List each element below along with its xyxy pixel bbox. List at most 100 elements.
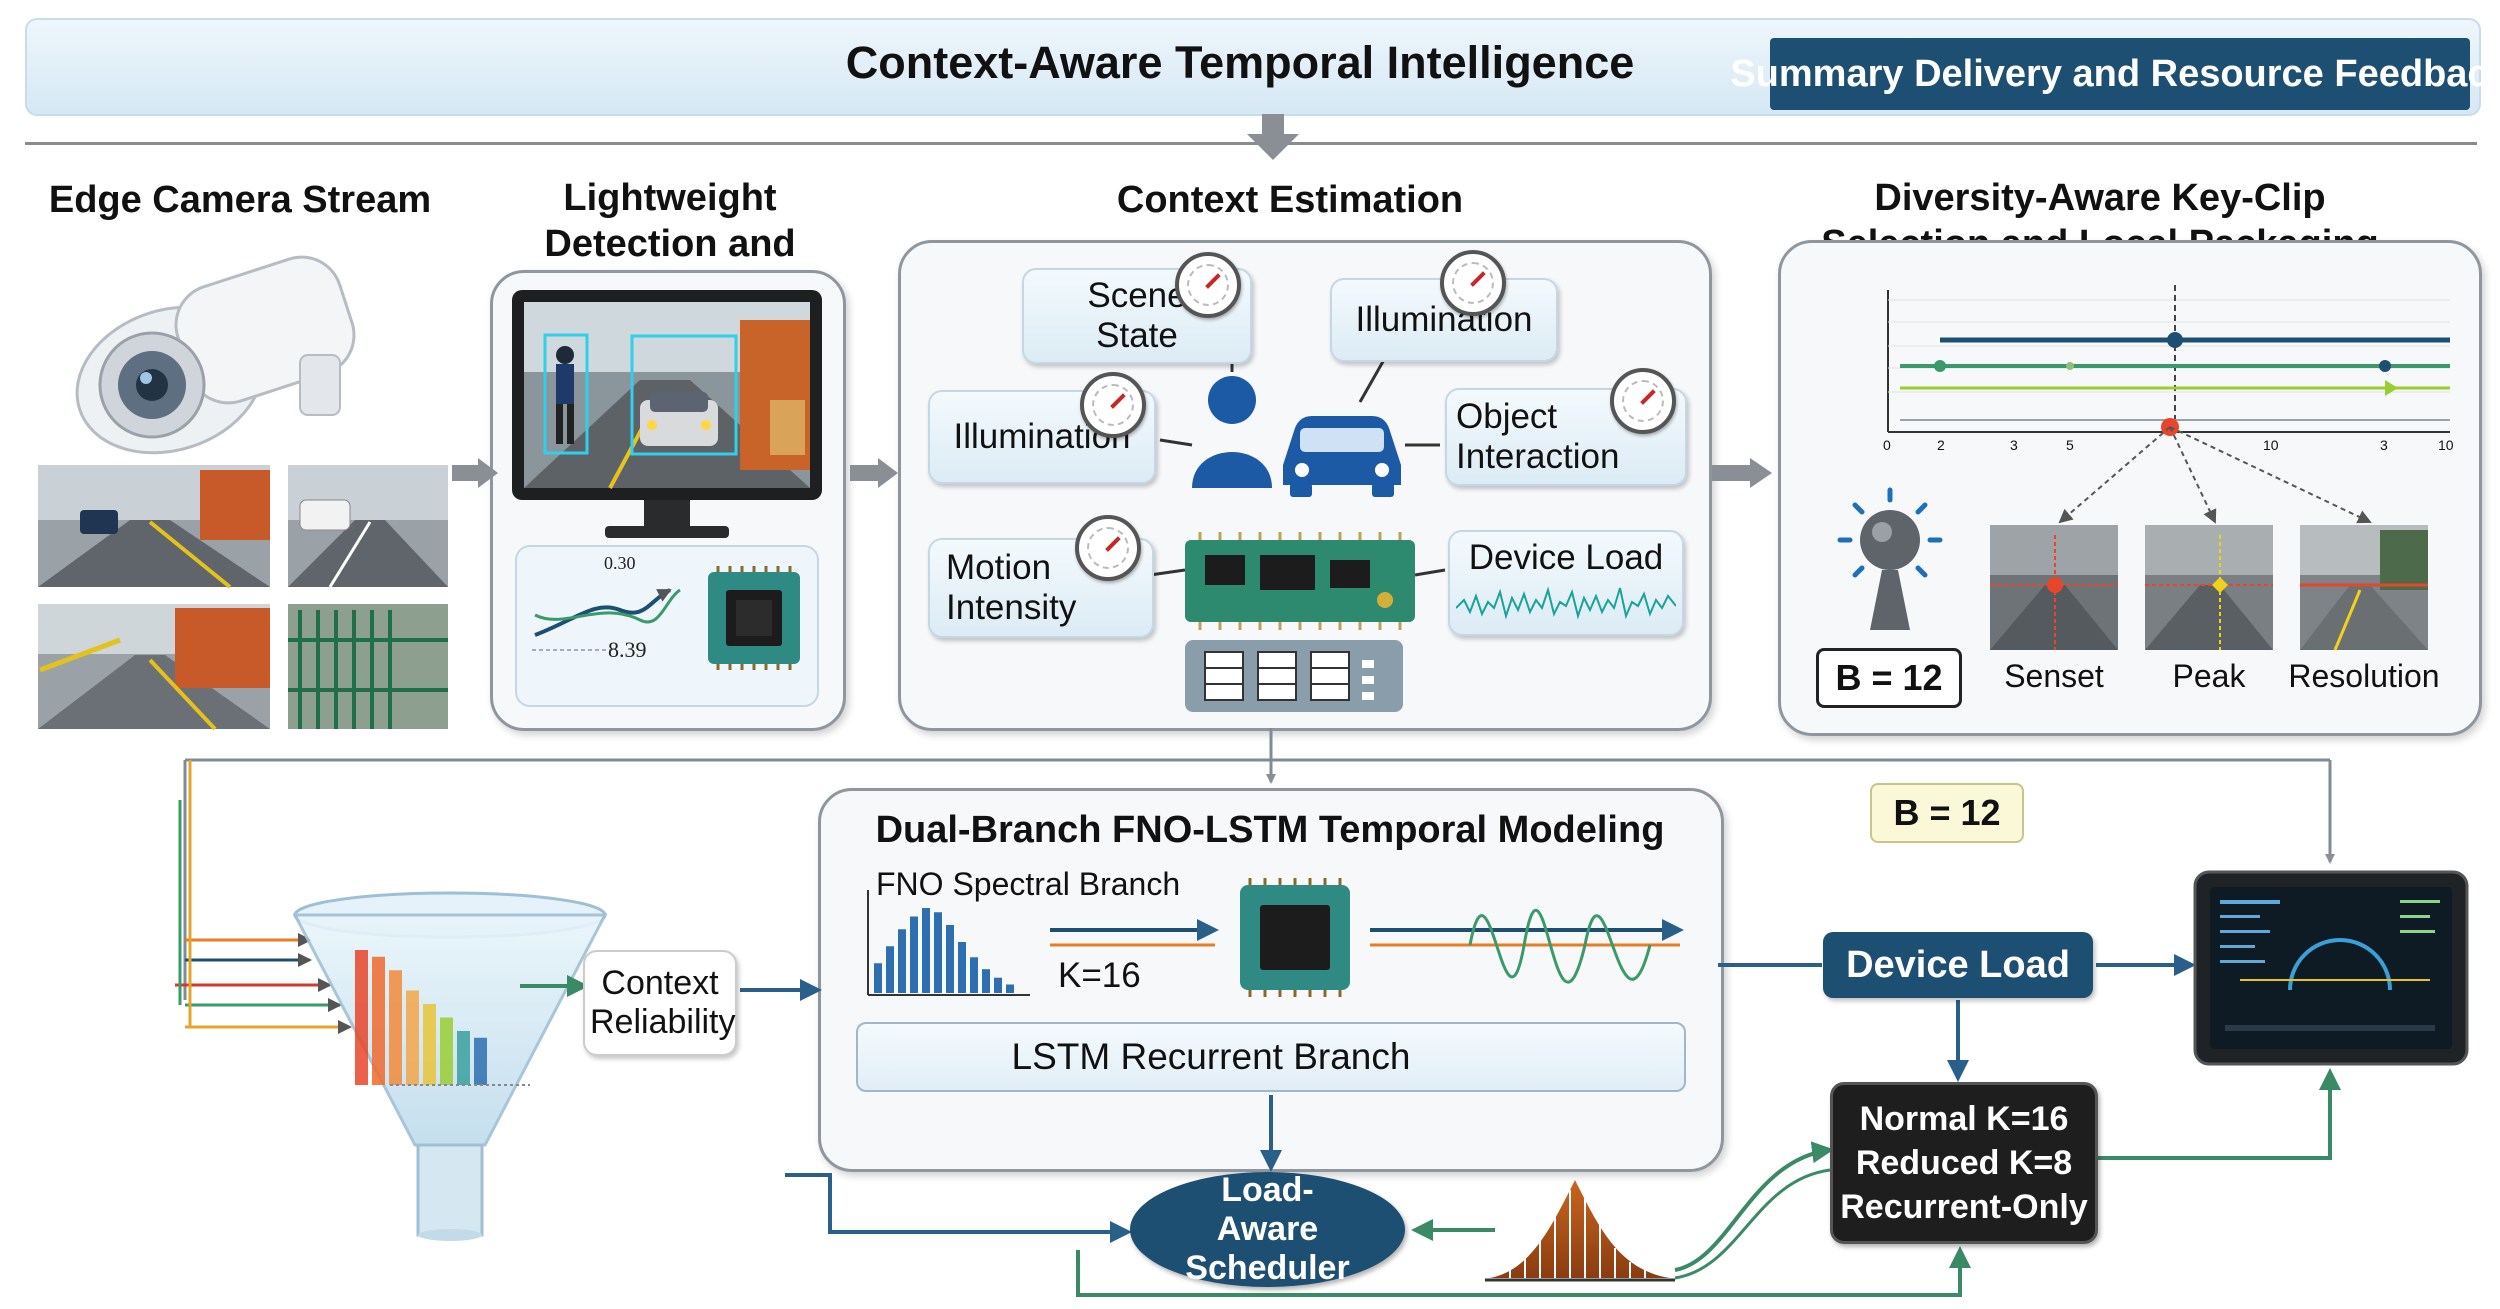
clip-thumbnail-peak (2145, 525, 2273, 650)
gauge-scene-state-icon (1175, 252, 1241, 318)
spectrum-bar (1006, 984, 1014, 993)
spectrum-bar (934, 912, 942, 993)
load-histogram-icon (1485, 1180, 1675, 1282)
funnel-bar (440, 1017, 453, 1085)
gauge-object-interaction-icon (1610, 368, 1676, 434)
context-reliability-label: Context Reliability (590, 963, 736, 1041)
device-load-waveform (1456, 586, 1676, 620)
motion-intensity-label: Motion Intensity (946, 547, 1077, 627)
mode-recurrent: Recurrent-Only (1840, 1188, 2088, 1227)
tick-label: 2 (1937, 437, 1945, 453)
device-load-box-label: Device Load (1846, 943, 2070, 986)
budget-value-selection: B = 12 (1835, 657, 1943, 698)
spectrum-bar (910, 916, 918, 993)
spectrum-bar (898, 929, 906, 993)
circuit-board-icon (1185, 532, 1415, 630)
budget-badge: B = 12 (1870, 783, 2024, 843)
card-device-load: Device Load (1448, 530, 1684, 636)
dashboard-tablet-icon (2193, 870, 2469, 1066)
summary-delivery-label: Summary Delivery and Resource Feedback (1730, 52, 2500, 95)
load-aware-scheduler: Load-Aware Scheduler (1130, 1170, 1405, 1288)
selection-panel (1778, 240, 2482, 736)
budget-beacon-icon (1837, 487, 1943, 630)
spectrum-bar (946, 925, 954, 993)
funnel-bar (389, 970, 402, 1085)
funnel-bar (372, 956, 385, 1085)
processor-chip-icon (708, 566, 800, 670)
fno-k-label: K=16 (1058, 956, 1141, 995)
tick-label: 5 (2066, 437, 2074, 453)
tick-label: 3 (2380, 437, 2388, 453)
funnel-bars (355, 950, 487, 1085)
clip-label-peak: Peak (2172, 658, 2246, 694)
fno-spectrum-axis (867, 890, 1030, 996)
arrow-camera-to-detection (452, 458, 498, 488)
gauge-motion-intensity-icon (1075, 515, 1141, 581)
spectrum-bar (922, 908, 930, 993)
lstm-branch-label: LSTM Recurrent Branch (1011, 1036, 1411, 1077)
device-load-card-label: Device Load (1468, 538, 1664, 577)
fno-branch-label: FNO Spectral Branch (876, 866, 1181, 902)
fno-spectrum-bars (874, 908, 1014, 993)
detection-value-bottom: 8.39 (608, 637, 647, 662)
card-illumination-top: Illumination (1330, 278, 1558, 362)
tick-label: 10 (2438, 437, 2454, 453)
clip-label-senset: Senset (2004, 658, 2104, 694)
street-thumbnail-2 (288, 465, 448, 588)
funnel-bar (457, 1031, 470, 1085)
scheduler-label: Load-Aware Scheduler (1185, 1170, 1350, 1288)
person-icon (1192, 376, 1272, 488)
street-thumbnail-3 (38, 604, 270, 731)
spectrum-bar (958, 942, 966, 993)
monitor-icon (512, 290, 822, 538)
fno-waveform (1468, 908, 1652, 984)
lstm-branch-box: LSTM Recurrent Branch (856, 1022, 1686, 1092)
fno-lstm-title: Dual-Branch FNO-LSTM Temporal Modeling (875, 809, 1665, 851)
memory-module-icon (1185, 640, 1403, 712)
budget-badge-value: B = 12 (1893, 792, 2001, 833)
arrow-detection-to-context (850, 458, 898, 488)
card-object-interaction: Object Interaction (1445, 388, 1687, 486)
arrow-context-to-selection (1712, 458, 1772, 488)
illumination-top-label: Illumination (1355, 299, 1533, 339)
gauge-illumination-top-icon (1440, 250, 1506, 316)
tick-label: 10 (2263, 437, 2279, 453)
header-divider (25, 142, 2477, 145)
tick-label: 0 (1883, 437, 1891, 453)
spectrum-bar (886, 946, 894, 993)
funnel-bar (355, 950, 368, 1085)
stage-title-camera: Edge Camera Stream (48, 179, 432, 221)
funnel-input-lines (175, 760, 352, 1034)
budget-box-selection: B = 12 (1816, 648, 1962, 708)
funnel-bar (423, 1004, 436, 1085)
gauge-illumination-left-icon (1080, 372, 1146, 438)
clip-thumbnail-resolution (2300, 525, 2428, 651)
scene-state-label: Scene State (1087, 275, 1187, 355)
context-reliability-box: Context Reliability (583, 950, 737, 1056)
summary-delivery-banner: Summary Delivery and Resource Feedback (1730, 38, 2500, 110)
object-interaction-label: Object Interaction (1456, 396, 1620, 476)
spectrum-bar (874, 963, 882, 993)
street-thumbnail-1 (38, 465, 270, 589)
header-down-arrow (1247, 114, 1299, 160)
clip-thumbnail-senset (1990, 525, 2118, 650)
tick-label: 3 (2010, 437, 2018, 453)
spectrum-bar (982, 969, 990, 993)
funnel-bar (406, 990, 419, 1085)
mode-box: Normal K=16 Reduced K=8 Recurrent-Only (1830, 1082, 2098, 1244)
spectrum-bar (994, 977, 1002, 993)
spectrum-bar (970, 957, 978, 993)
tracking-curve (532, 588, 681, 651)
car-icon (1283, 416, 1401, 497)
mode-reduced: Reduced K=8 (1855, 1143, 2073, 1182)
street-thumbnail-4 (288, 604, 448, 729)
page-title: Context-Aware Temporal Intelligence (845, 37, 1635, 88)
key-clip-timeline (1887, 285, 2450, 524)
detection-value-top: 0.30 (604, 553, 636, 573)
fno-chip-icon (1240, 878, 1350, 997)
mode-normal: Normal K=16 (1859, 1099, 2069, 1138)
funnel-bar (474, 1037, 487, 1085)
clip-label-resolution: Resolution (2288, 658, 2440, 694)
stage-title-context: Context Estimation (1116, 179, 1464, 221)
